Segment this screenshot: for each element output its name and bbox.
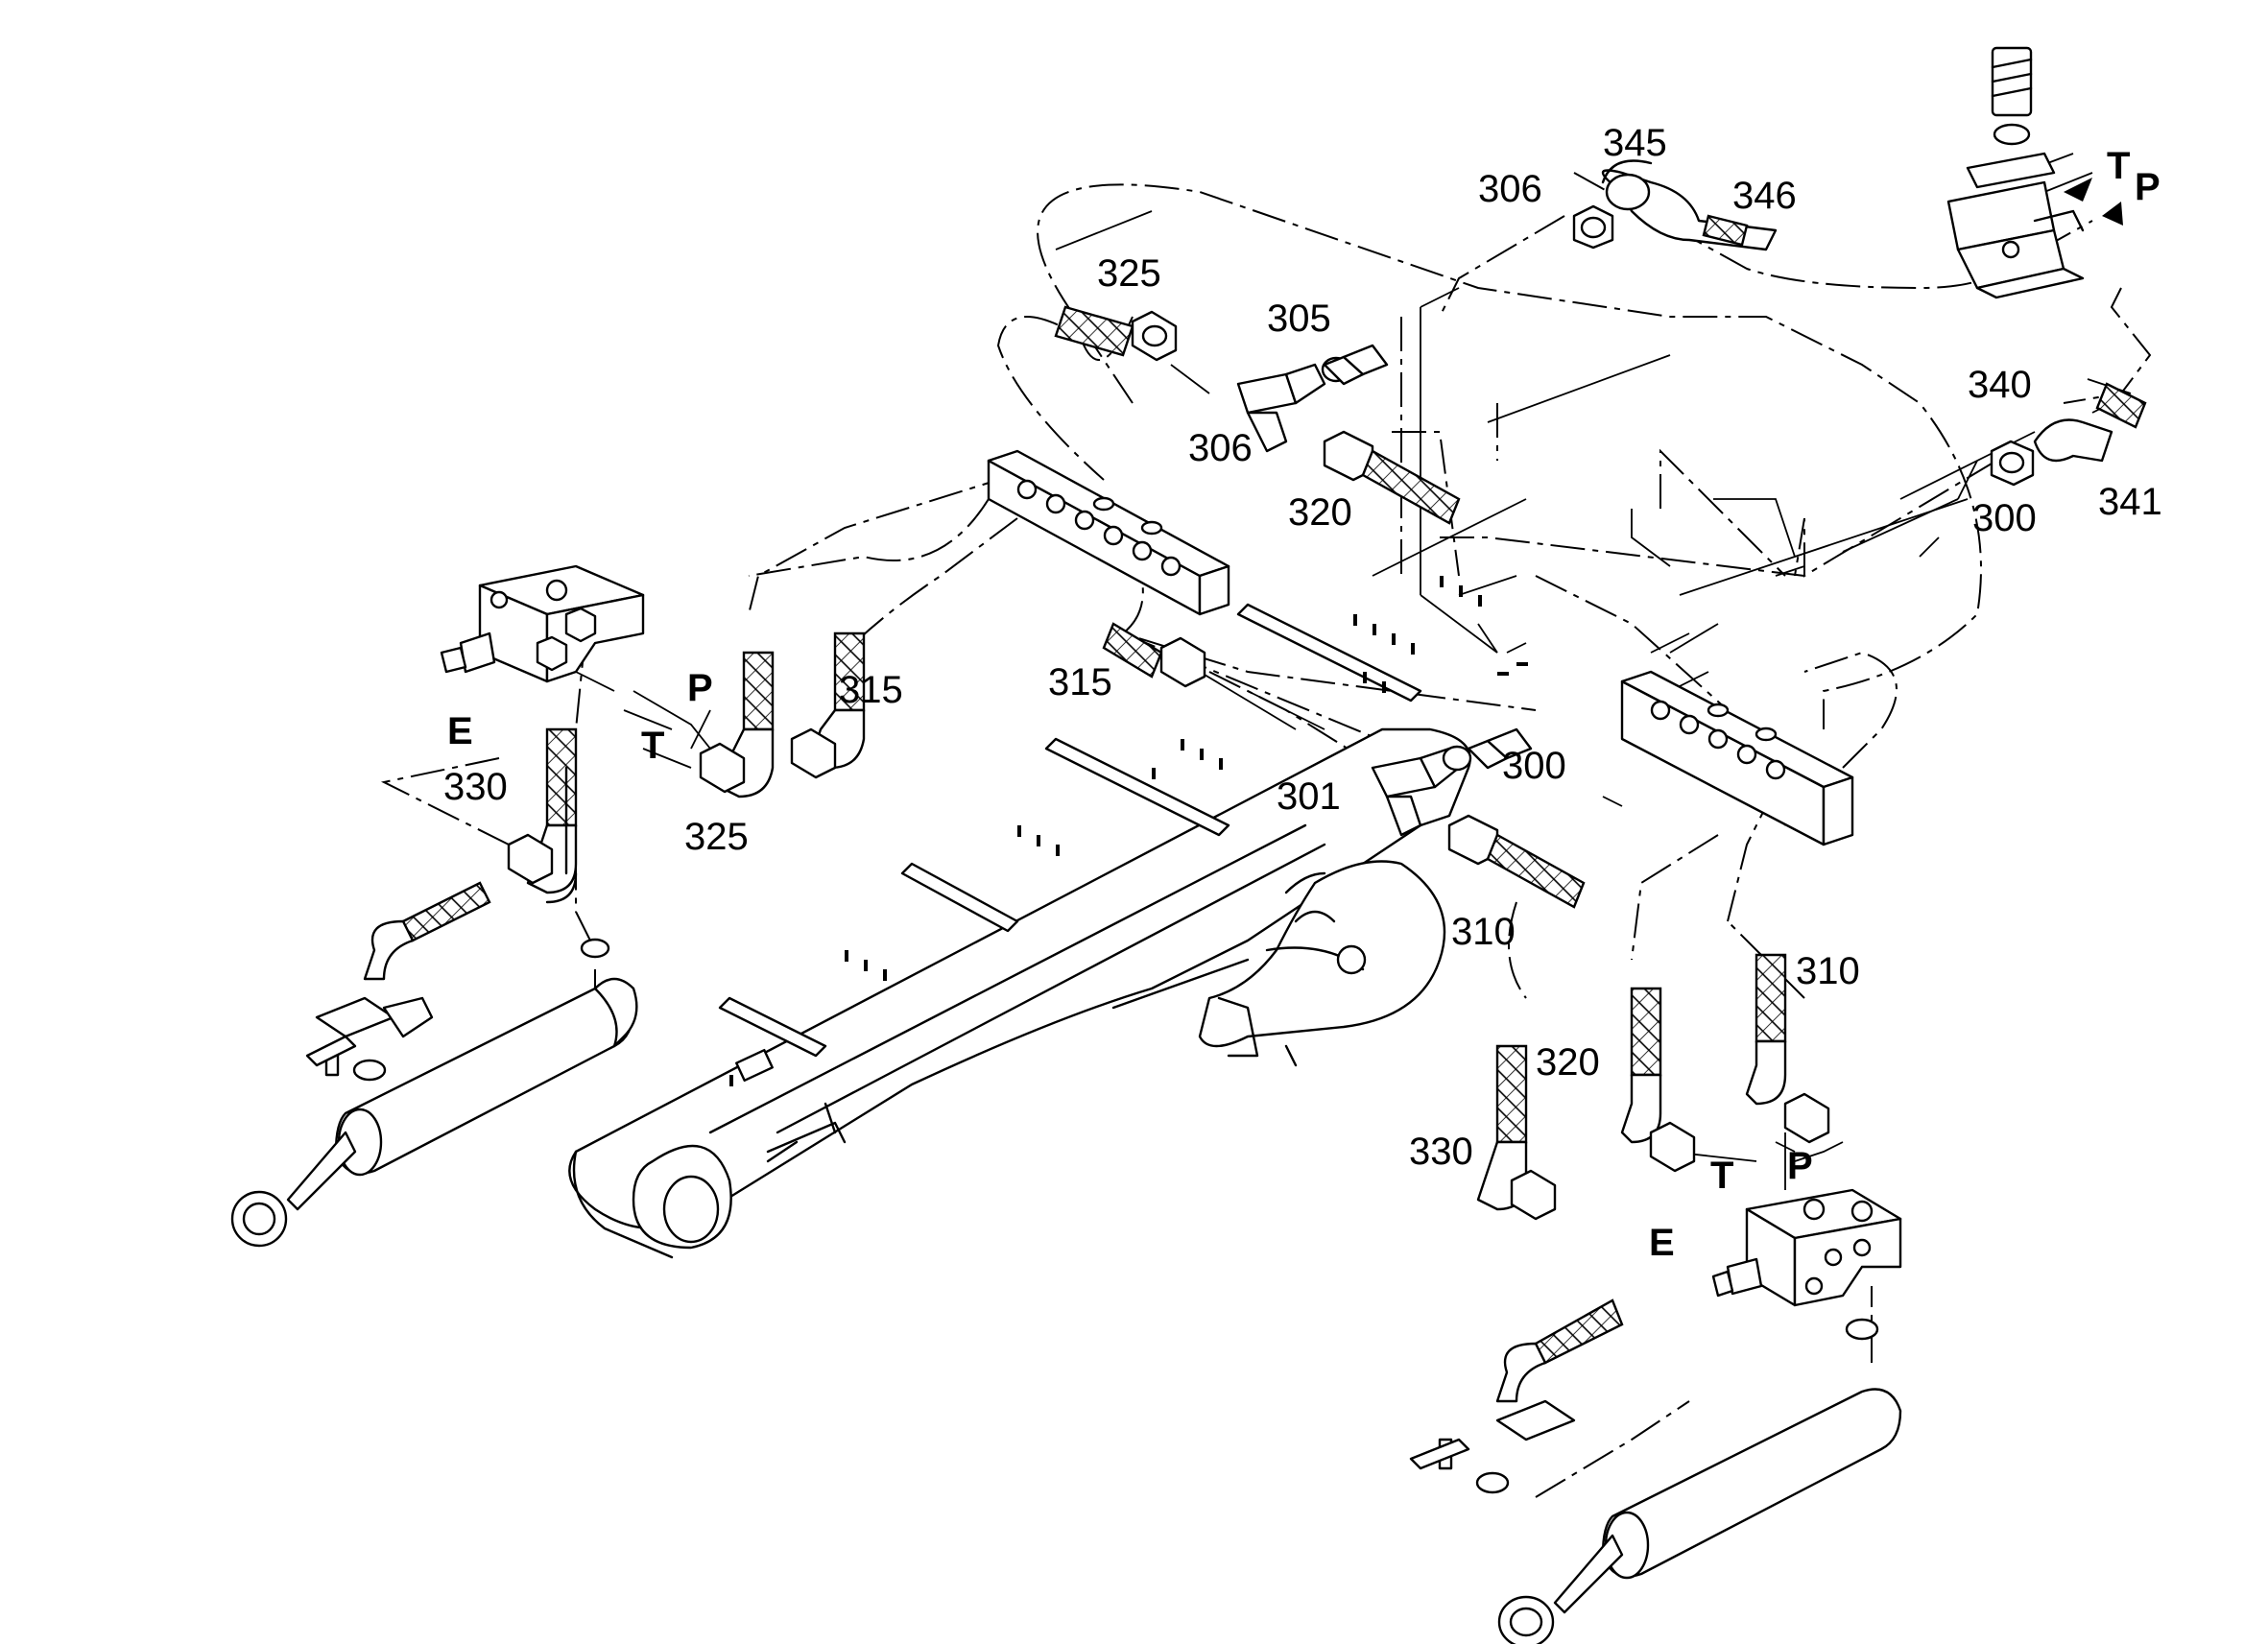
label-310-mid: 310 xyxy=(1451,911,1516,953)
fitting-300-mid xyxy=(1467,727,1533,770)
port-t-supply: T xyxy=(2107,145,2130,187)
hose-320-mid xyxy=(1323,430,1461,525)
hose-310-mid xyxy=(1447,814,1586,909)
label-330-left: 330 xyxy=(443,766,508,808)
label-301: 301 xyxy=(1277,775,1341,818)
label-315-left: 315 xyxy=(839,669,903,711)
tee-fitting-301 xyxy=(1371,745,1472,837)
label-310-right: 310 xyxy=(1796,950,1860,992)
label-320-mid: 320 xyxy=(1288,491,1352,534)
part-number-labels: 306 345 346 325 305 306 320 340 300 341 … xyxy=(443,122,2162,1173)
label-300-mid: 300 xyxy=(1502,745,1566,787)
hose-lower-left xyxy=(363,881,491,981)
hose-320-right xyxy=(1620,987,1696,1173)
hose-325-left xyxy=(699,651,775,798)
boom-holes xyxy=(729,576,1528,1086)
label-320-right: 320 xyxy=(1536,1041,1600,1084)
label-306-top: 306 xyxy=(1478,168,1542,210)
boom-arm xyxy=(568,727,1471,1259)
port-t-right: T xyxy=(1710,1155,1733,1197)
boom-mounting-plates xyxy=(718,603,1422,1058)
nut-306-top xyxy=(1572,204,1614,250)
label-306-mid: 306 xyxy=(1188,427,1253,469)
hose-325-top xyxy=(1054,305,1178,362)
hose-340-341 xyxy=(1990,382,2147,487)
port-e-left: E xyxy=(447,710,473,752)
label-340: 340 xyxy=(1968,364,2032,406)
port-p-supply: P xyxy=(2135,166,2161,208)
port-p-right: P xyxy=(1787,1145,1813,1187)
hose-lower-right xyxy=(1495,1299,1624,1403)
label-305: 305 xyxy=(1267,298,1331,340)
port-labels: E T P E T P T P xyxy=(447,145,2161,1264)
port-p-left: P xyxy=(687,667,713,709)
label-300-right: 300 xyxy=(1972,497,2037,539)
hydraulic-cylinder-left xyxy=(230,977,638,1248)
hydraulic-cylinder-right xyxy=(580,938,1902,1644)
hose-330-left xyxy=(507,727,578,904)
hose-310-right xyxy=(1745,953,1830,1144)
hose-315-mid xyxy=(1102,622,1206,688)
valve-block-left xyxy=(440,564,645,683)
port-t-left: T xyxy=(641,725,664,767)
hose-clamp-bar-left xyxy=(987,449,1230,616)
label-346: 346 xyxy=(1732,175,1797,217)
label-325-left: 325 xyxy=(684,816,749,858)
hose-346 xyxy=(1601,159,1778,251)
label-315-mid: 315 xyxy=(1048,661,1112,703)
valve-block-right xyxy=(1711,1188,1902,1307)
fitting-305 xyxy=(1323,344,1389,386)
port-e-right: E xyxy=(1649,1222,1675,1264)
label-345: 345 xyxy=(1603,122,1667,164)
label-330-right: 330 xyxy=(1409,1131,1473,1173)
hose-clamp-bar-right xyxy=(1620,670,1854,846)
label-341: 341 xyxy=(2098,481,2162,523)
label-325-top: 325 xyxy=(1097,252,1161,295)
supply-connection-bracket xyxy=(1946,46,2123,299)
hose-315-left xyxy=(790,631,866,779)
hose-330-right xyxy=(1476,1044,1557,1221)
